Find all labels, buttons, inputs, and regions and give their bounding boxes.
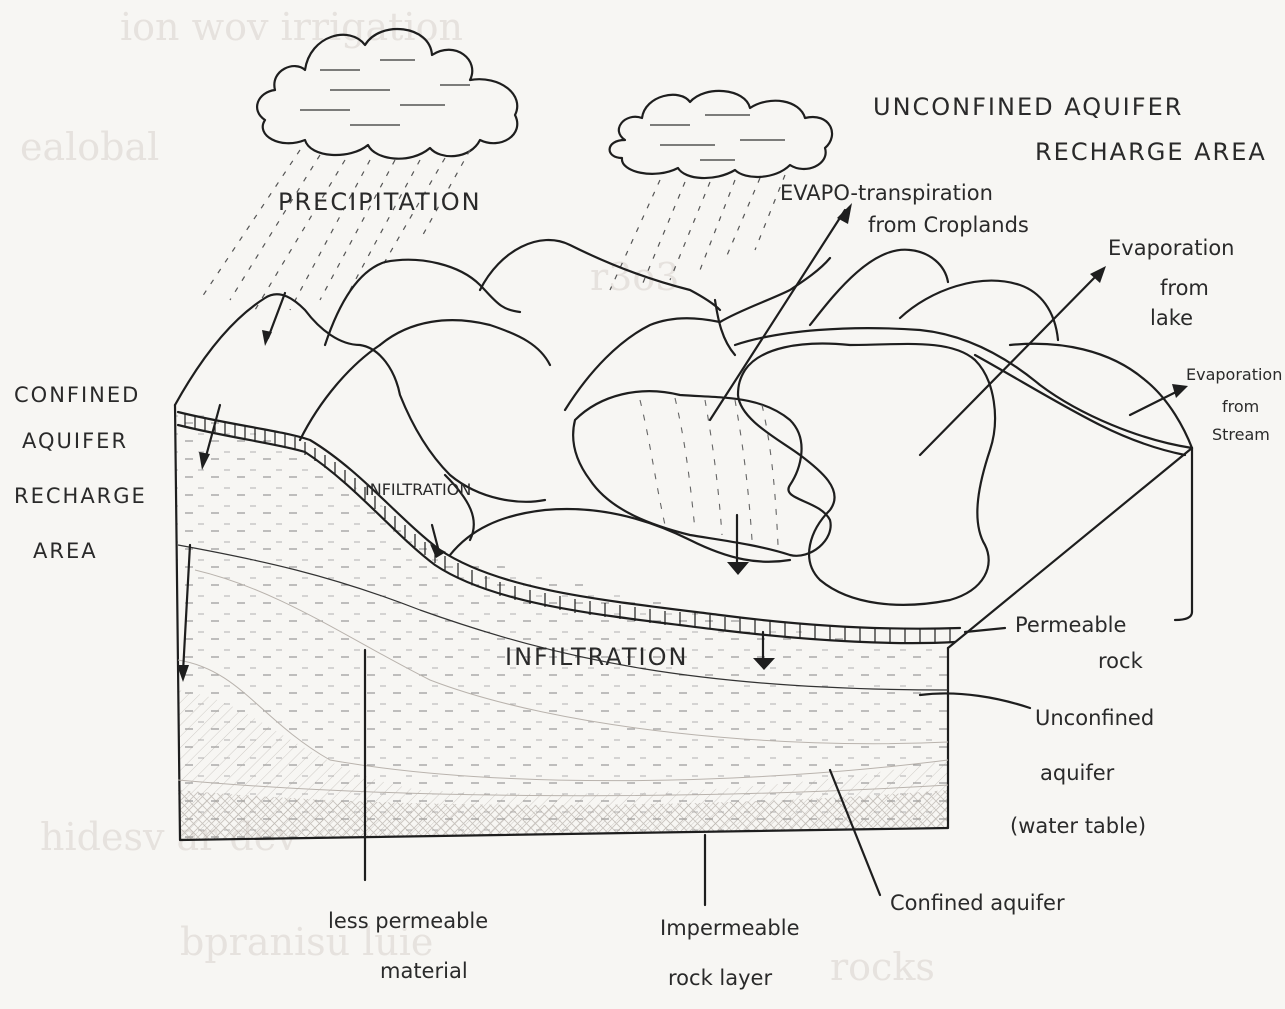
label-confined-area-3: RECHARGE <box>14 484 147 508</box>
label-impermeable-1: Impermeable <box>660 916 800 940</box>
label-less-permeable-2: material <box>380 959 468 983</box>
label-confined-area-1: CONFINED <box>14 383 140 407</box>
svg-text:rocks: rocks <box>830 945 935 989</box>
cropland <box>573 391 831 556</box>
svg-text:ion wov irrigation: ion wov irrigation <box>120 5 463 49</box>
brace-permeable <box>1175 612 1192 620</box>
label-unconfined-area-2: RECHARGE AREA <box>1035 138 1267 166</box>
label-impermeable-2: rock layer <box>668 966 772 990</box>
lake <box>738 344 995 605</box>
label-evap-stream-3: Stream <box>1212 425 1270 444</box>
label-confined-area-4: AREA <box>33 539 98 563</box>
label-evapo-1: EVAPO-transpiration <box>780 181 993 205</box>
ghost-text: ion wov irrigation ealobal r3o3 hidesv a… <box>20 5 935 989</box>
label-evap-lake-3: lake <box>1150 306 1193 330</box>
label-unconfined-2: aquifer <box>1040 761 1115 785</box>
label-unconfined-1: Unconfined <box>1035 706 1154 730</box>
label-evap-lake-1: Evaporation <box>1108 236 1234 260</box>
label-evap-stream-2: from <box>1222 397 1259 416</box>
label-evapo-2: from Croplands <box>868 213 1029 237</box>
cloud-right-shading <box>650 115 785 160</box>
label-confined-area-2: AQUIFER <box>22 429 128 453</box>
svg-text:ealobal: ealobal <box>20 125 159 169</box>
label-permeable-1: Permeable <box>1015 613 1126 637</box>
label-unconfined-3: (water table) <box>1010 814 1146 838</box>
label-infiltration-small: INFILTRATION <box>365 480 471 499</box>
label-precipitation: PRECIPITATION <box>278 188 482 216</box>
cloud-left-shading <box>300 60 470 125</box>
label-unconfined-area-1: UNCONFINED AQUIFER <box>873 93 1183 121</box>
label-evap-stream-1: Evaporation <box>1186 365 1282 384</box>
label-infiltration-big: INFILTRATION <box>505 643 688 671</box>
rain-left <box>200 150 470 310</box>
stream <box>735 328 1192 448</box>
label-less-permeable-1: less permeable <box>328 909 488 933</box>
label-evap-lake-2: from <box>1160 276 1209 300</box>
label-confined-aquifer: Confined aquifer <box>890 891 1065 915</box>
cloud-right <box>610 91 832 178</box>
label-permeable-2: rock <box>1098 649 1144 673</box>
